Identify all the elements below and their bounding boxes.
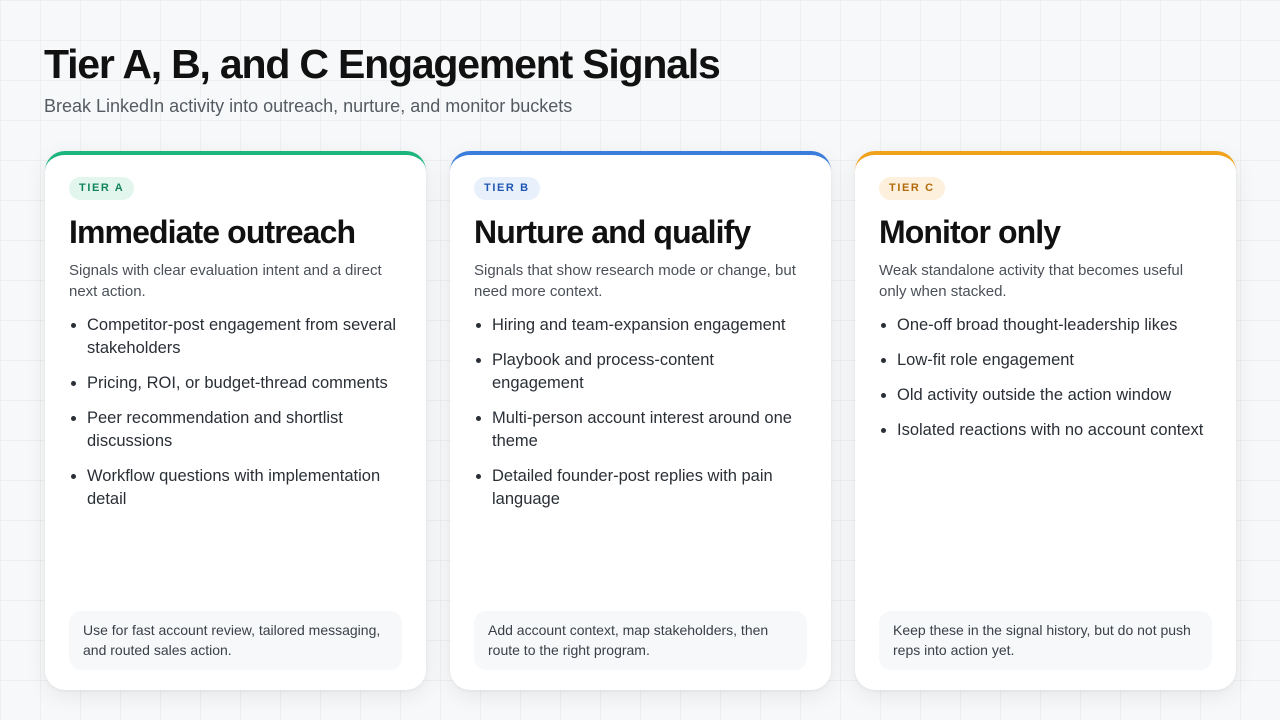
list-item: Old activity outside the action window	[897, 384, 1212, 407]
list-item: One-off broad thought-leadership likes	[897, 314, 1212, 337]
tier-c-badge: TIER C	[879, 177, 945, 200]
list-item: Peer recommendation and shortlist discus…	[87, 407, 402, 453]
tier-a-signal-list: Competitor-post engagement from several …	[69, 314, 402, 511]
tier-b-note: Add account context, map stakeholders, t…	[474, 611, 807, 670]
tier-b-card: TIER B Nurture and qualify Signals that …	[450, 151, 831, 690]
tier-c-title: Monitor only	[879, 214, 1061, 250]
tier-a-badge: TIER A	[69, 177, 135, 200]
tier-a-card: TIER A Immediate outreach Signals with c…	[45, 151, 426, 690]
tier-a-description: Signals with clear evaluation intent and…	[69, 261, 382, 300]
tier-c-note: Keep these in the signal history, but do…	[879, 611, 1212, 670]
tier-c-description: Weak standalone activity that becomes us…	[879, 261, 1184, 300]
list-item: Competitor-post engagement from several …	[87, 314, 402, 360]
list-item: Isolated reactions with no account conte…	[897, 419, 1212, 442]
tier-a-title: Immediate outreach	[69, 214, 356, 250]
tier-b-description: Signals that show research mode or chang…	[474, 261, 796, 300]
tier-b-title: Nurture and qualify	[474, 214, 751, 250]
list-item: Playbook and process-content engagement	[492, 349, 807, 395]
tier-cards: TIER A Immediate outreach Signals with c…	[45, 151, 1236, 690]
list-item: Hiring and team-expansion engagement	[492, 314, 807, 337]
list-item: Multi-person account interest around one…	[492, 407, 807, 453]
tier-a-note: Use for fast account review, tailored me…	[69, 611, 402, 670]
tier-c-card: TIER C Monitor only Weak standalone acti…	[855, 151, 1236, 690]
tier-b-signal-list: Hiring and team-expansion engagement Pla…	[474, 314, 807, 511]
list-item: Detailed founder-post replies with pain …	[492, 465, 807, 511]
page-subtitle: Break LinkedIn activity into outreach, n…	[44, 96, 573, 116]
tier-b-badge: TIER B	[474, 177, 540, 200]
page-title: Tier A, B, and C Engagement Signals	[44, 41, 721, 87]
list-item: Low-fit role engagement	[897, 349, 1212, 372]
list-item: Workflow questions with implementation d…	[87, 465, 402, 511]
tier-c-signal-list: One-off broad thought-leadership likes L…	[879, 314, 1212, 442]
list-item: Pricing, ROI, or budget-thread comments	[87, 372, 402, 395]
